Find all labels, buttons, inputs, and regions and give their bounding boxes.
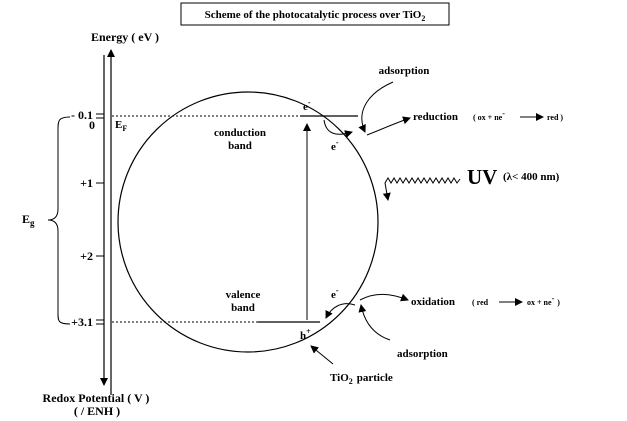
tick-label-minus-0-1: - 0.1 [71, 108, 93, 122]
oxidation-eq-reactant: ( red [472, 298, 489, 307]
tio2-particle-pointer [310, 345, 334, 365]
hole-label: h+ [300, 327, 311, 342]
reduction-eq-product: red ) [547, 113, 563, 122]
electron-conduction-label: e- [303, 98, 311, 113]
uv-wavelength: (λ< 400 nm) [503, 171, 560, 183]
electron-transfer-top-label: e- [331, 138, 339, 153]
redox-axis-sublabel: ( / ENH ) [74, 404, 120, 418]
oxidation-eq-product: ox + ne-) [527, 294, 560, 307]
oxidation-label: oxidation [411, 296, 455, 308]
uv-label: UV [467, 165, 497, 189]
reduction-label: reduction [413, 111, 458, 123]
band-gap-label: Eg [22, 212, 35, 228]
uv-wave-arrow [382, 177, 461, 201]
adsorption-bottom-arrow [358, 304, 391, 341]
tick-label-plus-1: +1 [80, 176, 93, 190]
title-text: Scheme of the photocatalytic process ove… [205, 9, 426, 23]
adsorption-top-label: adsorption [379, 65, 430, 77]
conduction-band-label-line1: conduction [214, 127, 266, 139]
energy-axis-label: Energy ( eV ) [91, 30, 159, 44]
redox-axis-label: Redox Potential ( V ) [43, 391, 150, 405]
tio2-particle-circle [117, 91, 379, 353]
tick-label-plus-3-1: +3.1 [71, 315, 93, 329]
electron-out-arrow [323, 119, 353, 138]
fermi-level-label: EF [115, 119, 127, 133]
electron-valence-label: e- [331, 286, 339, 301]
electron-in-arrow [325, 303, 356, 319]
tick-label-plus-2: +2 [80, 249, 93, 263]
valence-band-label-line2: band [231, 302, 255, 314]
adsorption-bottom-label: adsorption [397, 348, 448, 360]
adsorption-top-arrow [358, 81, 394, 133]
band-gap-brace [47, 116, 71, 325]
valence-band-label-line1: valence [226, 289, 261, 301]
title-box [180, 2, 450, 26]
tick-label-0: 0 [89, 118, 95, 132]
energy-ticks [96, 113, 104, 325]
oxidation-arrow [359, 293, 409, 302]
conduction-band-label-line2: band [228, 140, 252, 152]
reduction-arrow [366, 116, 411, 136]
reduction-equation: ( ox + ne- [473, 109, 505, 122]
